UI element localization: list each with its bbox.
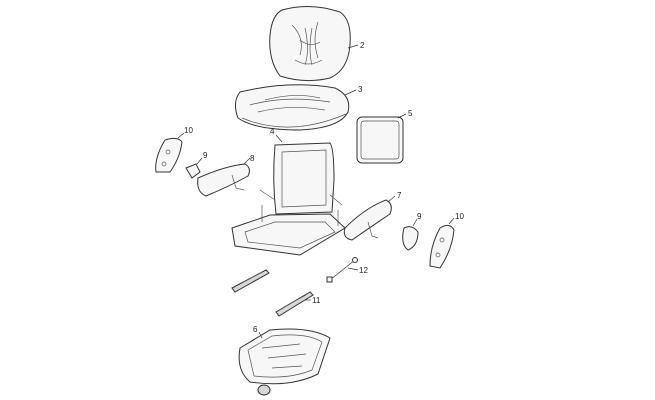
armrest-cover-left — [155, 137, 183, 173]
slide-rail — [231, 269, 314, 317]
backrest-cushion — [269, 6, 351, 82]
callout-10-right: 10 — [455, 212, 464, 221]
callout-9-right: 9 — [417, 212, 422, 221]
armrest-right — [343, 199, 392, 241]
seat-cushion — [234, 84, 350, 131]
callout-4: 4 — [270, 127, 275, 136]
suspension-base — [238, 328, 331, 396]
armrest-cover-right — [429, 224, 455, 269]
armrest-bracket-right — [402, 226, 419, 251]
callout-3: 3 — [358, 85, 363, 94]
callout-5: 5 — [408, 109, 413, 118]
seat-frame — [231, 142, 346, 256]
callout-12: 12 — [359, 266, 368, 275]
callout-9-left: 9 — [203, 151, 208, 160]
callout-11: 11 — [312, 296, 321, 305]
armrest-bracket-left — [185, 163, 201, 179]
armrest-left — [197, 163, 250, 197]
callout-2: 2 — [360, 41, 365, 50]
backrest-pad — [356, 116, 404, 164]
callout-6: 6 — [253, 325, 258, 334]
callout-7: 7 — [397, 191, 402, 200]
callout-8: 8 — [250, 154, 255, 163]
callout-10-left: 10 — [184, 126, 193, 135]
adjust-lever — [326, 257, 358, 283]
